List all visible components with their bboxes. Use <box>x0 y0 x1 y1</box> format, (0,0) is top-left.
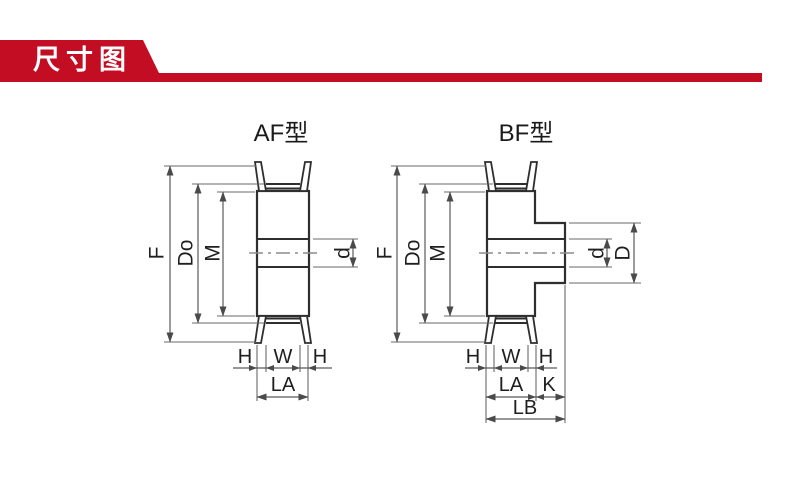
diagram-af: AF型 F Do <box>146 120 358 401</box>
af-dim-label-w: W <box>274 346 293 368</box>
af-flange-bottom-right <box>298 315 313 344</box>
diagram-bf: BF型 F Do <box>374 120 641 423</box>
af-flange-top-right <box>298 161 313 192</box>
arrowhead <box>520 365 528 371</box>
af-flange-bottom-left <box>253 315 268 344</box>
bf-dim-label-h-left: H <box>466 346 480 368</box>
arrowhead <box>536 394 544 400</box>
bf-dim-label-h-right: H <box>539 346 553 368</box>
bf-flange-bottom-right <box>524 315 539 344</box>
diagram-af-title: AF型 <box>254 120 309 147</box>
af-dim-label-d: d <box>332 247 355 259</box>
bf-dim-label-d: d <box>586 247 609 259</box>
bf-flange-bottom-left <box>483 315 498 344</box>
diagram-bf-title: BF型 <box>499 120 554 147</box>
af-dim-label-h-left: H <box>238 346 252 368</box>
arrowhead <box>478 365 486 371</box>
af-dim-label-h-right: H <box>313 346 327 368</box>
section-title: 尺寸图 <box>33 45 132 75</box>
arrowhead <box>266 365 274 371</box>
af-dim-label-la: LA <box>271 374 296 396</box>
bf-dim-label-lb: LB <box>513 397 537 419</box>
arrowhead <box>528 394 536 400</box>
af-dim-label-m: M <box>202 244 225 262</box>
bf-dim-label-f: F <box>374 247 397 260</box>
bf-dim-label-k: K <box>542 374 556 396</box>
af-dim-label-do: Do <box>175 240 198 267</box>
bf-flange-top-left <box>483 161 498 192</box>
bf-dim-label-do: Do <box>402 240 425 267</box>
af-flange-top-left <box>253 161 268 192</box>
bf-dim-label-hub-d: D <box>612 245 635 260</box>
bf-dim-label-la: LA <box>499 374 524 396</box>
bf-flange-top-right <box>524 161 539 192</box>
bf-dim-label-m: M <box>427 244 450 262</box>
arrowhead <box>249 365 257 371</box>
arrowhead <box>292 365 300 371</box>
arrowhead <box>536 365 544 371</box>
bf-dim-label-w: W <box>502 346 521 368</box>
arrowhead <box>308 365 316 371</box>
arrowhead <box>494 365 502 371</box>
af-dim-label-f: F <box>146 247 169 260</box>
bf-pulley-body <box>485 189 567 318</box>
